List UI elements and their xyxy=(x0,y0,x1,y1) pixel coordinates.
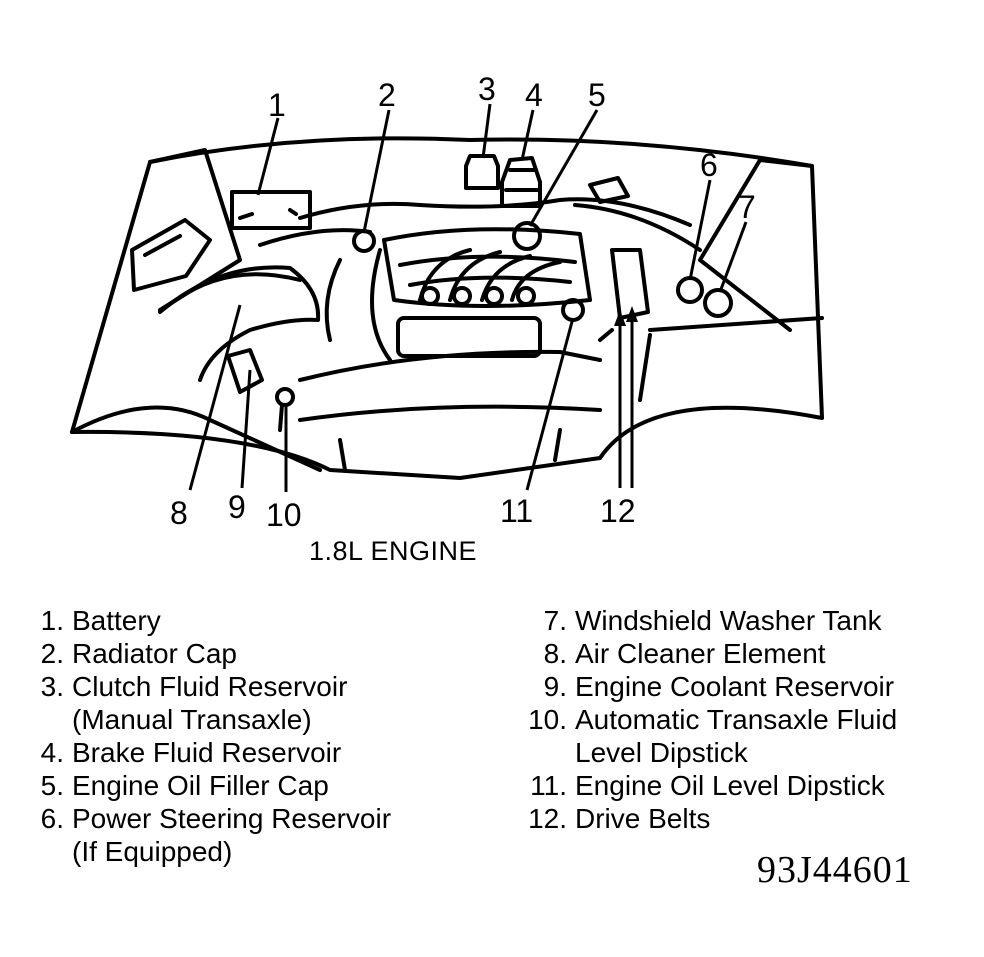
legend-label: Drive Belts xyxy=(575,803,711,834)
coolant-reservoir-shape xyxy=(226,348,264,394)
legend-number: 7. xyxy=(543,605,567,636)
legend-number: 5. xyxy=(40,770,64,801)
callout-12: 12 xyxy=(600,493,636,529)
legend-number: 9. xyxy=(543,671,567,702)
legend-label: Battery xyxy=(72,605,161,636)
callout-8: 8 xyxy=(170,495,188,531)
leader-line-5 xyxy=(528,109,599,227)
drive-belts-shape xyxy=(610,248,650,320)
legend-label: Radiator Cap xyxy=(72,638,237,669)
legend-item-4: 4. Brake Fluid Reservoir xyxy=(36,736,391,769)
diagram-title: 1.8L ENGINE xyxy=(309,536,478,566)
upper-hose xyxy=(298,197,692,227)
callout-1: 1 xyxy=(268,87,286,123)
callout-9: 9 xyxy=(228,489,246,525)
legend-label-continued: Level Dipstick xyxy=(575,737,748,768)
leader-line-4 xyxy=(520,109,535,161)
legend-item-1: 1. Battery xyxy=(36,604,391,637)
legend-item-10: 10. Automatic Transaxle Fluid Level Dipst… xyxy=(517,703,897,769)
relay-box xyxy=(130,218,212,292)
brake-reservoir-shape xyxy=(500,156,542,208)
legend-item-2: 2. Radiator Cap xyxy=(36,637,391,670)
air-cleaner-housing xyxy=(158,265,321,382)
legend-number: 12. xyxy=(528,803,567,834)
washer-tank-shape xyxy=(703,288,733,318)
callout-5: 5 xyxy=(588,77,606,113)
legend-number: 2. xyxy=(40,638,64,669)
callout-11: 11 xyxy=(500,493,533,529)
legend-label: Engine Coolant Reservoir xyxy=(575,671,895,702)
battery-shape xyxy=(230,190,312,230)
legend-number: 4. xyxy=(40,737,64,768)
legend-number: 1. xyxy=(40,605,64,636)
callout-3: 3 xyxy=(478,71,496,107)
legend-number: 10. xyxy=(528,704,567,735)
legend-label: Power Steering Reservoir xyxy=(72,803,392,834)
leader-line-9 xyxy=(240,369,252,489)
legend-item-7: 7. Windshield Washer Tank xyxy=(517,604,897,637)
legend-label-continued: (Manual Transaxle) xyxy=(72,704,312,735)
figure-code: 93J44601 xyxy=(757,849,913,891)
leader-line-1 xyxy=(256,117,280,196)
legend-label: Automatic Transaxle Fluid xyxy=(575,704,898,735)
leader-line-11 xyxy=(525,317,575,491)
legend-left: 1. Battery 2. Radiator Cap 3. Clutch Fluid … xyxy=(36,604,391,868)
legend-item-6: 6. Power Steering Reservoir (If Equipped) xyxy=(36,802,391,868)
legend-label: Brake Fluid Reservoir xyxy=(72,737,342,768)
clutch-reservoir-shape xyxy=(464,154,500,190)
legend-number: 11. xyxy=(530,770,567,801)
legend-item-5: 5. Engine Oil Filler Cap xyxy=(36,769,391,802)
leader-line-8 xyxy=(188,304,242,491)
legend-item-8: 8. Air Cleaner Element xyxy=(517,637,897,670)
legend-number: 3. xyxy=(40,671,64,702)
legend-item-11: 11. Engine Oil Level Dipstick xyxy=(517,769,897,802)
legend-item-9: 9. Engine Coolant Reservoir xyxy=(517,670,897,703)
callout-10: 10 xyxy=(266,497,302,533)
legend-number: 6. xyxy=(40,803,64,834)
oil-filler-cap-shape xyxy=(512,221,542,251)
leader-line-3 xyxy=(481,103,492,159)
leader-line-7 xyxy=(718,221,748,293)
legend-item-12: 12. Drive Belts xyxy=(517,802,897,835)
leader-line-6 xyxy=(688,179,712,281)
callout-4: 4 xyxy=(525,77,543,113)
legend-label: Engine Oil Filler Cap xyxy=(72,770,329,801)
power-steering-reservoir-shape xyxy=(676,276,704,304)
callout-6: 6 xyxy=(700,147,718,183)
legend-label: Engine Oil Level Dipstick xyxy=(575,770,885,801)
valve-cover xyxy=(382,227,592,308)
front-panel xyxy=(70,405,322,472)
radiator-cap-shape xyxy=(352,229,376,253)
legend-item-3: 3. Clutch Fluid Reservoir (Manual Transax… xyxy=(36,670,391,736)
legend-label: Windshield Washer Tank xyxy=(575,605,882,636)
transaxle-dipstick-shape xyxy=(275,387,295,407)
leader-line-2 xyxy=(362,109,391,233)
legend-number: 8. xyxy=(543,638,567,669)
right-fender xyxy=(698,158,814,332)
legend-label: Air Cleaner Element xyxy=(575,638,826,669)
legend-label-continued: (If Equipped) xyxy=(72,836,233,867)
legend-right: 7. Windshield Washer Tank 8. Air Cleaner E… xyxy=(517,604,897,835)
legend-label: Clutch Fluid Reservoir xyxy=(72,671,348,702)
callout-7: 7 xyxy=(738,189,756,225)
callout-2: 2 xyxy=(378,77,396,113)
